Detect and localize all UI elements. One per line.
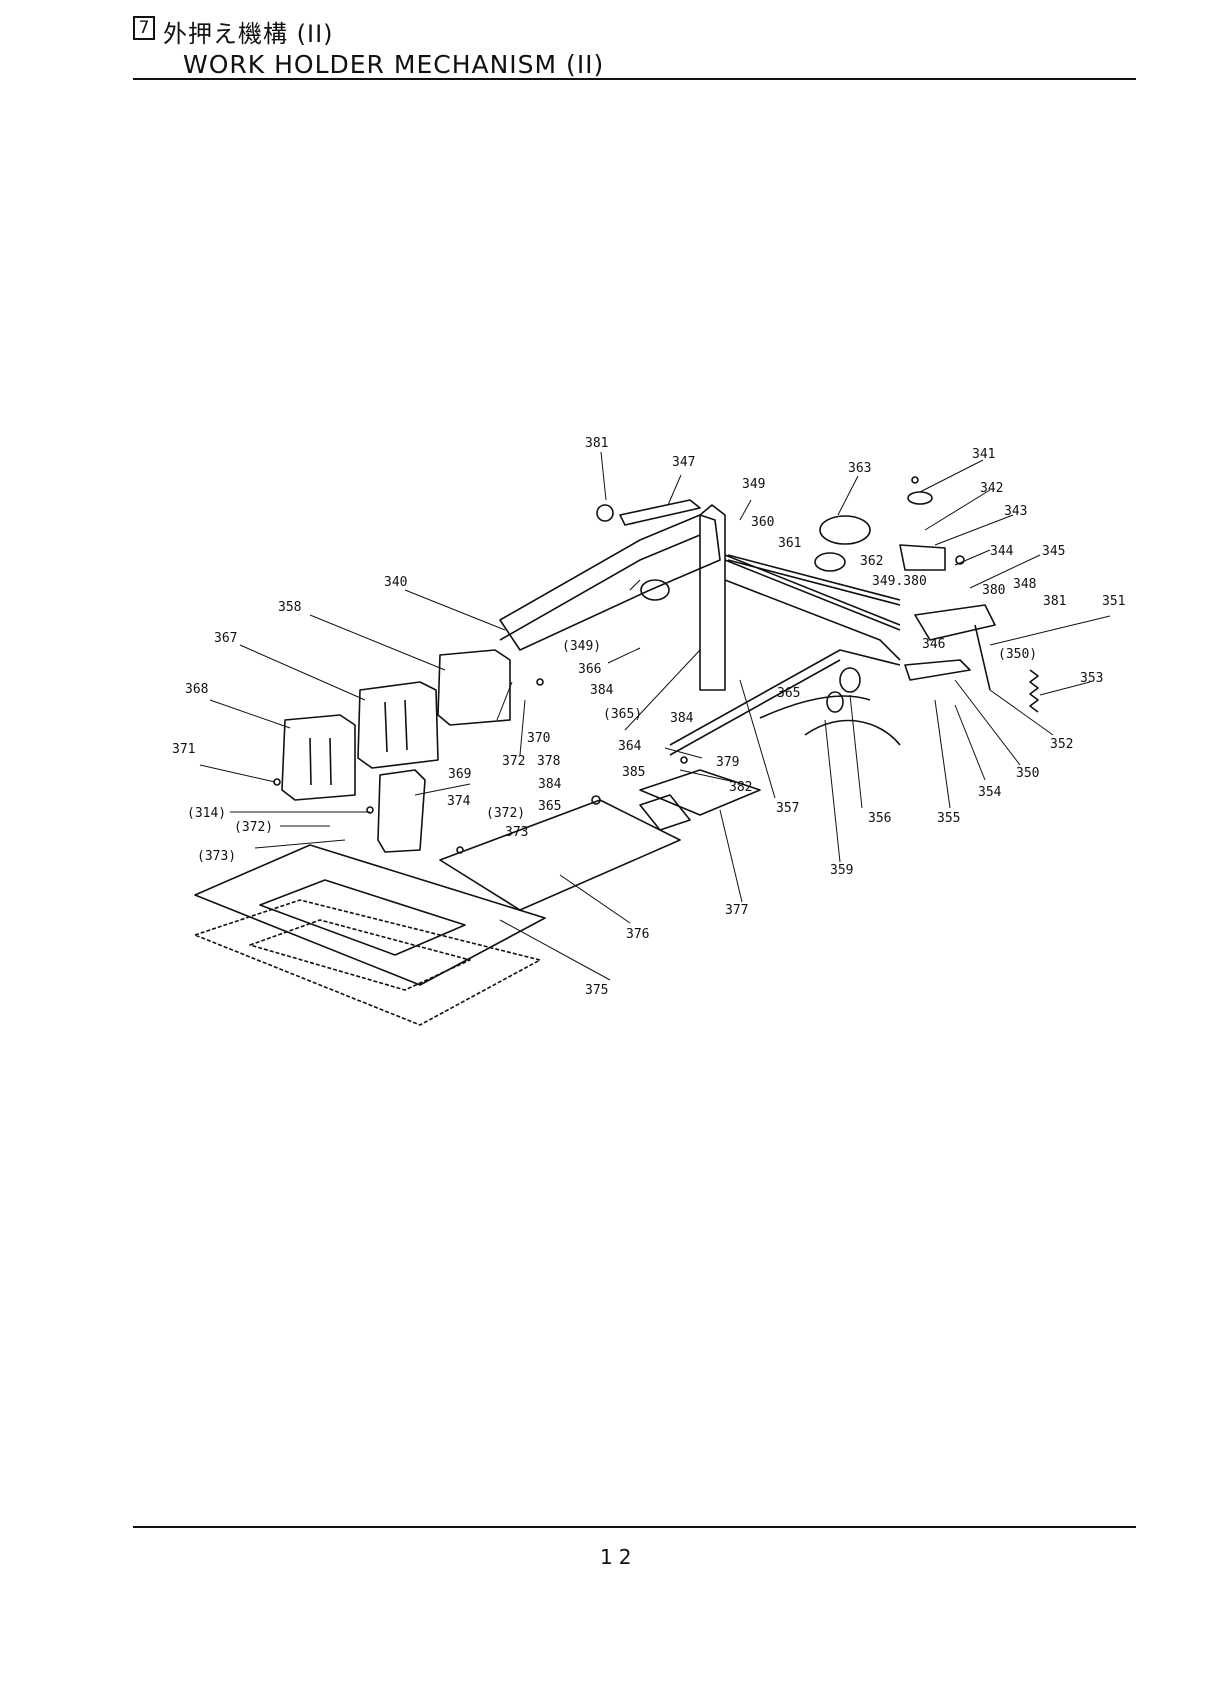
- label-375: 375: [585, 983, 608, 998]
- label-379: 379: [716, 755, 739, 770]
- page-number: 12: [600, 1545, 637, 1569]
- label-347: 347: [672, 455, 695, 470]
- label-344: 344: [990, 544, 1014, 559]
- label-348: 348: [1013, 577, 1036, 592]
- label-381-right: 381: [1043, 594, 1066, 609]
- label-360: 360: [751, 515, 774, 530]
- label-341: 341: [972, 447, 995, 462]
- label-374: 374: [447, 794, 471, 809]
- label-380: 380: [982, 583, 1005, 598]
- label-349-top: 349: [742, 477, 765, 492]
- label-362: 362: [860, 554, 883, 569]
- label-373-paren: (373): [197, 849, 236, 864]
- label-356: 356: [868, 811, 891, 826]
- label-381-top: 381: [585, 436, 608, 451]
- label-346: 346: [922, 637, 945, 652]
- label-343: 343: [1004, 504, 1027, 519]
- label-361: 361: [778, 536, 801, 551]
- label-354: 354: [978, 785, 1002, 800]
- label-364: 364: [618, 739, 642, 754]
- label-382: 382: [729, 780, 752, 795]
- label-372-paren-a: (372): [486, 806, 525, 821]
- label-384-a: 384: [590, 683, 614, 698]
- label-384-c: 384: [538, 777, 562, 792]
- label-365-b: 365: [538, 799, 561, 814]
- label-349-380: 349.380: [872, 574, 927, 589]
- label-372: 372: [502, 754, 525, 769]
- label-314-paren: (314): [187, 806, 226, 821]
- label-368: 368: [185, 682, 208, 697]
- label-358: 358: [278, 600, 301, 615]
- label-350: 350: [1016, 766, 1039, 781]
- label-363: 363: [848, 461, 871, 476]
- label-371: 371: [172, 742, 195, 757]
- label-373: 373: [505, 825, 528, 840]
- label-353: 353: [1080, 671, 1103, 686]
- label-350-paren: (350): [998, 647, 1037, 662]
- label-345: 345: [1042, 544, 1065, 559]
- label-365-a: 365: [777, 686, 800, 701]
- label-359: 359: [830, 863, 853, 878]
- label-378: 378: [537, 754, 560, 769]
- label-366: 366: [578, 662, 601, 677]
- label-384-b: 384: [670, 711, 694, 726]
- label-367: 367: [214, 631, 237, 646]
- label-372-paren-b: (372): [234, 820, 273, 835]
- label-355: 355: [937, 811, 960, 826]
- label-365-paren: (365): [603, 707, 642, 722]
- label-352: 352: [1050, 737, 1073, 752]
- label-370: 370: [527, 731, 550, 746]
- label-377: 377: [725, 903, 748, 918]
- label-349-paren: (349): [562, 639, 601, 654]
- label-340: 340: [384, 575, 407, 590]
- footer-rule: [133, 1526, 1136, 1528]
- label-369: 369: [448, 767, 471, 782]
- label-357: 357: [776, 801, 799, 816]
- label-342: 342: [980, 481, 1003, 496]
- label-376: 376: [626, 927, 649, 942]
- label-351: 351: [1102, 594, 1125, 609]
- label-385: 385: [622, 765, 645, 780]
